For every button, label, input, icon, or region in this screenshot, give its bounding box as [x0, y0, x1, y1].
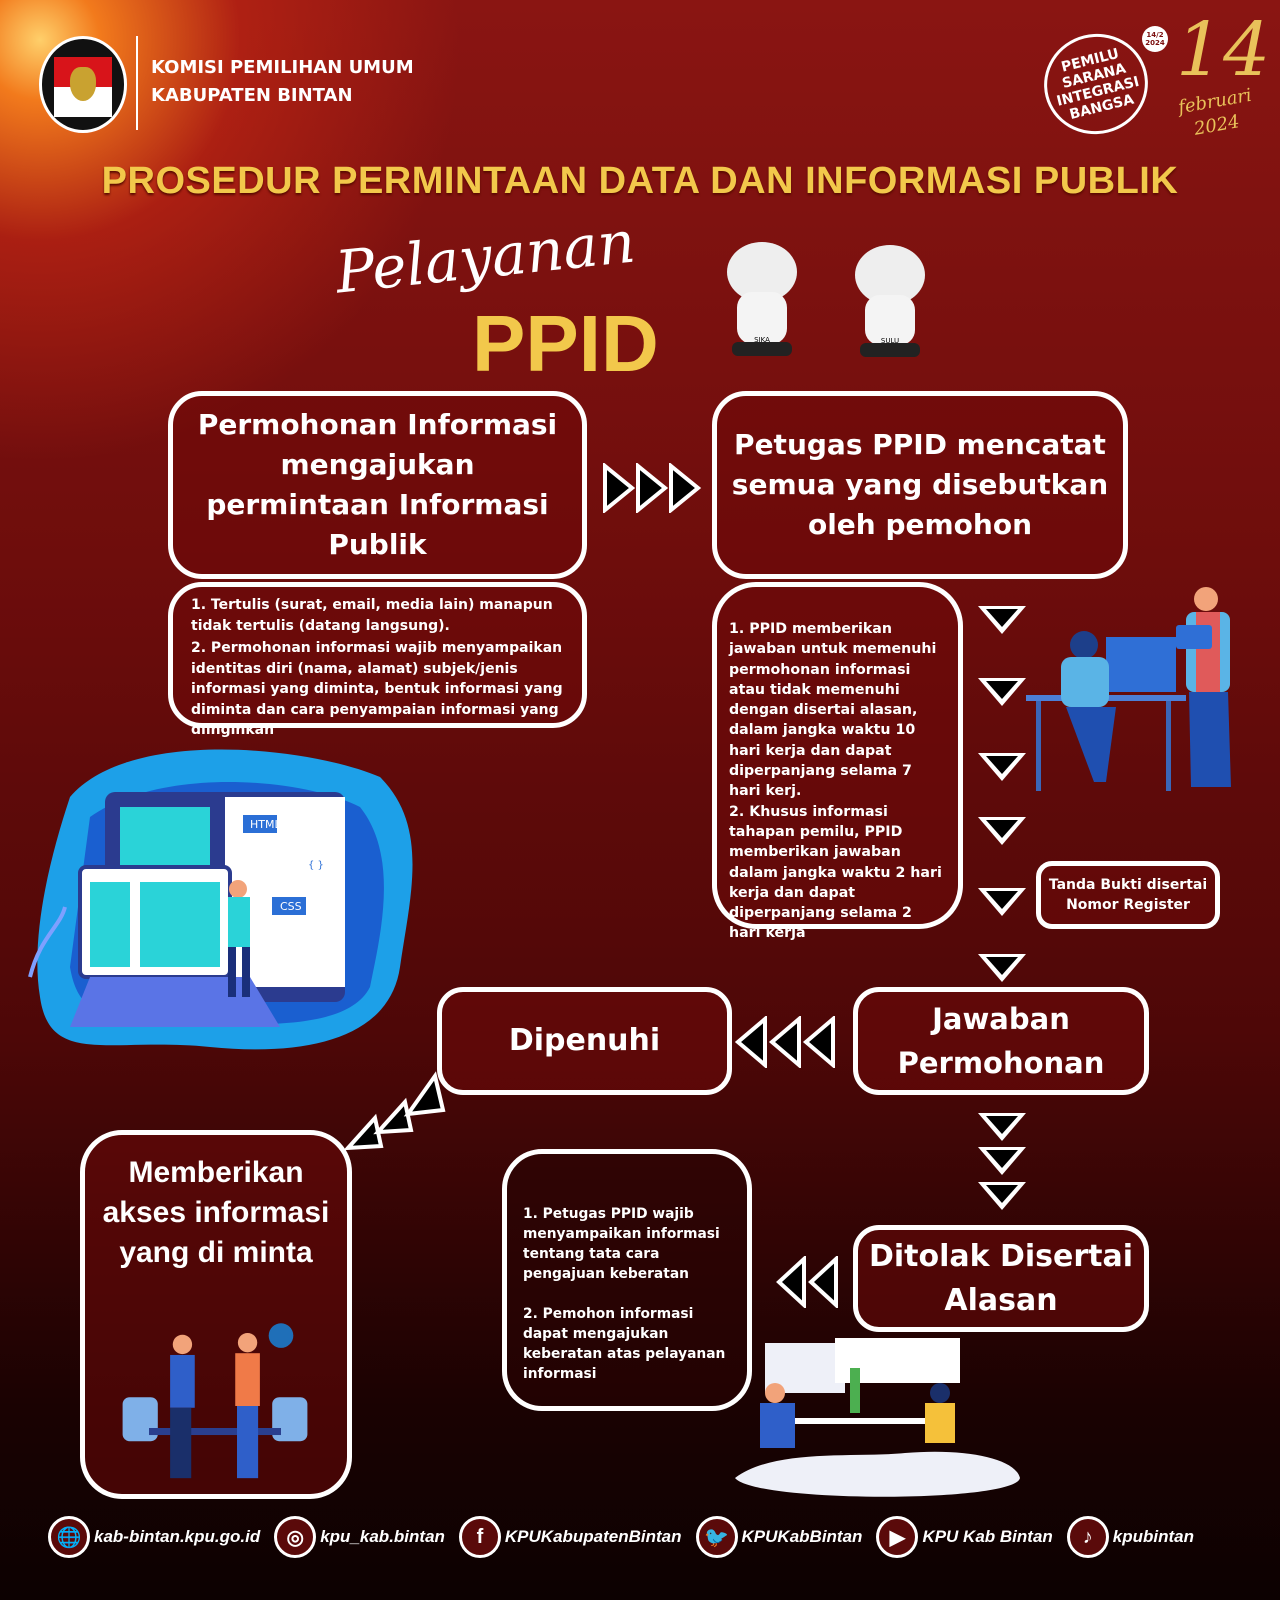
footer-link-text: kpubintan [1112, 1527, 1194, 1546]
objection-detail-item: 2. Pemohon informasi dapat mengajukan ke… [523, 1306, 726, 1382]
kpu-logo [39, 36, 127, 133]
arrow-down-icon [978, 678, 1026, 706]
youtube-icon: ▶ [876, 1516, 919, 1558]
step-request-text: Permohonan Informasi mengajukan perminta… [197, 408, 558, 561]
step-request: Permohonan Informasi mengajukan perminta… [168, 391, 587, 579]
request-detail-item: 1. Tertulis (surat, email, media lain) m… [191, 597, 553, 634]
record-detail: 1. PPID memberikan jawaban untuk memenuh… [712, 582, 963, 941]
badge-date: 14/2 2024 [1142, 26, 1168, 52]
css-label: CSS [280, 900, 302, 913]
footer-link-text: kpu_kab.bintan [320, 1527, 445, 1546]
footer-link-text: KPU Kab Bintan [922, 1527, 1053, 1546]
objection-detail: 1. Petugas PPID wajib menyampaikan infor… [502, 1149, 752, 1411]
objection-detail-item: 1. Petugas PPID wajib menyampaikan infor… [523, 1206, 720, 1282]
step-fulfilled-text: Dipenuhi [508, 1023, 661, 1058]
arrows-diagonal-icon [345, 1071, 446, 1151]
mascot-label: SULU [865, 295, 915, 345]
twitter-icon: 🐦 [695, 1516, 738, 1558]
election-badge: PEMILU SARANA INTEGRASI BANGSA [1033, 22, 1159, 146]
election-date-year: 2024 [1192, 111, 1242, 140]
receipt-note: Tanda Bukti disertai Nomor Register [1036, 861, 1220, 929]
header-divider [136, 36, 138, 130]
consultation-illustration [735, 1338, 1020, 1497]
web-development-illustration: HTML { } CSS [28, 749, 413, 1050]
arrow-down-icon [978, 1182, 1026, 1210]
arrow-down-icon [978, 1113, 1026, 1141]
arrow-down-icon [978, 606, 1026, 634]
step-record: Petugas PPID mencatat semua yang disebut… [712, 391, 1128, 579]
html-label: HTML [250, 818, 281, 831]
step-fulfilled: Dipenuhi [437, 987, 732, 1095]
facebook-icon: f [458, 1516, 501, 1558]
arrow-down-icon [978, 954, 1026, 982]
step-rejected-text: Ditolak Disertai Alasan [868, 1238, 1134, 1318]
org-name-line1: KOMISI PEMILIHAN UMUM [151, 57, 414, 78]
request-detail-item: 2. Permohonan informasi wajib menyampaik… [191, 640, 563, 738]
footer-link-text: KPUKabupatenBintan [504, 1527, 682, 1546]
election-date-number: 14 [1176, 7, 1271, 93]
arrows-right-icon [603, 463, 702, 513]
footer-link-twitter[interactable]: 🐦KPUKabBintan [695, 1516, 863, 1558]
arrows-left-icon [776, 1256, 838, 1308]
step-answer: Jawaban Permohonan [853, 987, 1149, 1095]
mascot-sulu: SULU [840, 245, 940, 363]
record-detail-item: 2. Khusus informasi tahapan pemilu, PPID… [729, 803, 942, 942]
request-detail: 1. Tertulis (surat, email, media lain) m… [168, 582, 587, 738]
arrow-down-icon [978, 888, 1026, 916]
arrow-down-icon [978, 753, 1026, 781]
arrow-down-icon [978, 1147, 1026, 1175]
handshake-illustration [122, 1323, 308, 1479]
footer-link-text: kab-bintan.kpu.go.id [94, 1527, 261, 1546]
subtitle-ppid: PPID [472, 299, 659, 388]
footer-link-instagram[interactable]: ◎kpu_kab.bintan [274, 1516, 445, 1558]
braces-label: { } [308, 860, 324, 871]
mascot-label: SIKA [737, 292, 787, 344]
step-access-text: Memberikan akses informasi yang di minta [102, 1156, 330, 1269]
page-title: PROSEDUR PERMINTAAN DATA DAN INFORMASI P… [101, 160, 1179, 202]
footer-link-youtube[interactable]: ▶KPU Kab Bintan [876, 1516, 1053, 1558]
arrow-down-icon [978, 817, 1026, 845]
record-detail-item: 1. PPID memberikan jawaban untuk memenuh… [729, 621, 937, 800]
step-record-text: Petugas PPID mencatat semua yang disebut… [731, 428, 1109, 541]
globe-icon: 🌐 [48, 1516, 90, 1558]
footer-link-website[interactable]: 🌐kab-bintan.kpu.go.id [48, 1516, 260, 1558]
footer-link-tiktok[interactable]: ♪kpubintan [1066, 1516, 1194, 1558]
receipt-text: Tanda Bukti disertai Nomor Register [1048, 877, 1208, 913]
subtitle-script: Pelayanan [332, 207, 639, 307]
mascot-sika: SIKA [712, 242, 812, 362]
instagram-icon: ◎ [274, 1516, 317, 1558]
arrows-left-icon [735, 1016, 835, 1068]
step-answer-text: Jawaban Permohonan [897, 1002, 1105, 1080]
tiktok-icon: ♪ [1066, 1516, 1109, 1558]
org-name-line2: KABUPATEN BINTAN [151, 85, 353, 106]
footer-link-text: KPUKabBintan [741, 1527, 863, 1546]
step-rejected: Ditolak Disertai Alasan [853, 1225, 1149, 1332]
office-workers-illustration [1026, 587, 1231, 791]
